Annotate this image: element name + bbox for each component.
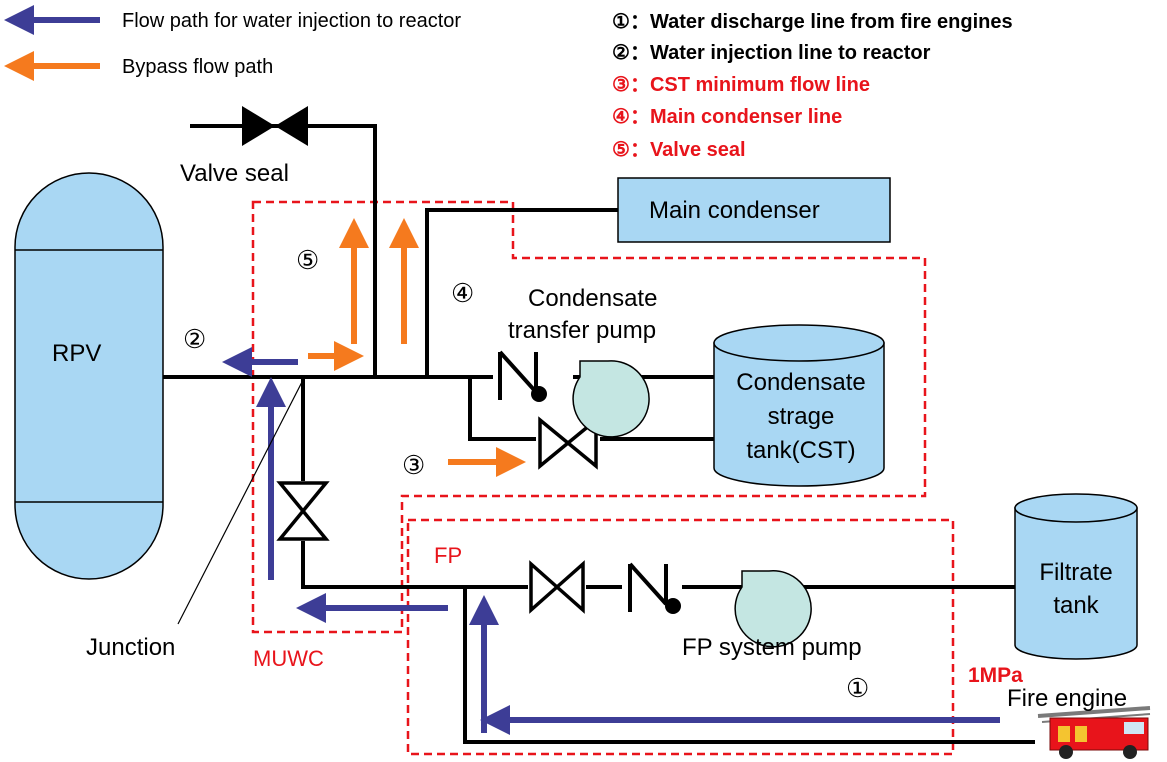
legend: Flow path for water injection to reactor… — [3, 5, 461, 81]
fire-engine: Fire engine 1MPa — [968, 664, 1151, 759]
cst-label-2: strage — [768, 403, 835, 430]
bypass-arrows — [308, 218, 526, 477]
muwc-boundary — [251, 200, 927, 634]
fp-pump-label: FP system pump — [682, 634, 862, 661]
fp-system-pump: FP system pump — [682, 570, 862, 661]
injection-arrows — [222, 347, 1000, 735]
condensate-pump-label-2: transfer pump — [508, 317, 656, 344]
pressure-label: 1MPa — [968, 664, 1023, 687]
legend-injection-label: Flow path for water injection to reactor — [122, 10, 461, 32]
marker-4: ④ — [451, 278, 474, 308]
valve-seal-valve — [242, 106, 308, 146]
rpv-label: RPV — [52, 340, 101, 367]
cst-label-3: tank(CST) — [746, 437, 855, 464]
condensate-pump-label-1: Condensate — [528, 285, 657, 312]
gate-valve-fp — [528, 560, 586, 614]
fire-engine-line — [463, 587, 1035, 744]
rpv-body — [14, 172, 164, 580]
cst-label-1: Condensate — [736, 369, 865, 396]
key-item-3: ③：CST minimum flow line — [612, 74, 870, 96]
rpv-vessel: RPV — [14, 172, 164, 580]
main-condenser: Main condenser — [617, 177, 891, 243]
junction-leader — [177, 379, 304, 625]
marker-3: ③ — [402, 450, 425, 480]
line-key: ①：Water discharge line from fire engines… — [612, 11, 1013, 161]
key-item-4: ④：Main condenser line — [612, 106, 842, 128]
cst-tank: Condensate strage tank(CST) — [713, 324, 885, 487]
fp-to-muwc-line — [301, 377, 1017, 589]
filtrate-tank: Filtrate tank — [1014, 493, 1138, 660]
main-condenser-line — [425, 208, 618, 377]
fp-label: FP — [434, 543, 462, 568]
marker-1: ① — [846, 673, 869, 703]
key-item-1: ①：Water discharge line from fire engines — [612, 11, 1013, 33]
gate-valve-muwc — [276, 481, 330, 541]
legend-bypass-label: Bypass flow path — [122, 56, 273, 78]
system-boundaries — [251, 200, 955, 756]
filtrate-label-1: Filtrate — [1039, 559, 1112, 586]
marker-2: ② — [183, 324, 206, 354]
check-valve-fp — [622, 562, 682, 614]
fire-engine-label: Fire engine — [1007, 685, 1127, 712]
condensate-transfer-pump: Condensate transfer pump — [508, 285, 657, 438]
marker-5: ⑤ — [296, 245, 319, 275]
cst-min-flow-line — [468, 377, 718, 441]
valve-seal-label: Valve seal — [180, 160, 289, 187]
filtrate-label-2: tank — [1053, 592, 1099, 619]
check-valve-condensate — [493, 350, 573, 402]
main-condenser-label: Main condenser — [649, 197, 820, 224]
key-item-2: ②：Water injection line to reactor — [612, 42, 931, 64]
junction-label: Junction — [86, 634, 175, 661]
key-item-5: ⑤：Valve seal — [612, 139, 746, 161]
muwc-label: MUWC — [253, 646, 324, 671]
